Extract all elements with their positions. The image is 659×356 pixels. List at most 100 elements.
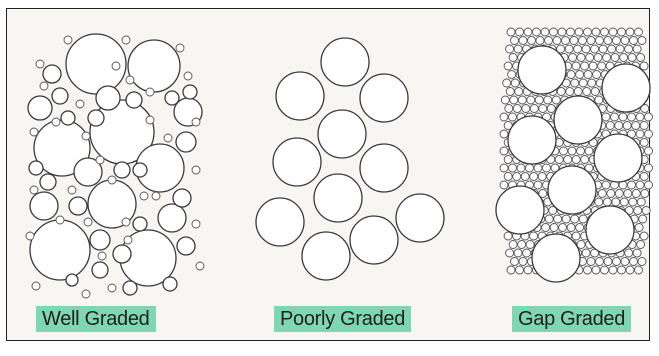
fine-particle bbox=[511, 37, 519, 45]
fine-particle bbox=[52, 118, 60, 126]
coarse-particle bbox=[594, 134, 642, 182]
fine-particle bbox=[567, 28, 575, 36]
fine-particle bbox=[562, 215, 570, 223]
fine-particle bbox=[522, 105, 530, 113]
fine-particle bbox=[544, 96, 552, 104]
fine-particle bbox=[633, 249, 641, 257]
fine-particle bbox=[577, 241, 585, 249]
fine-particle bbox=[579, 37, 587, 45]
fine-particle bbox=[588, 79, 596, 87]
fine-particle bbox=[579, 215, 587, 223]
fine-particle bbox=[146, 88, 154, 96]
fine-particle bbox=[535, 96, 543, 104]
fine-particle bbox=[514, 45, 522, 53]
fine-particle bbox=[636, 130, 644, 138]
fine-particle bbox=[533, 28, 541, 36]
fine-particle bbox=[513, 105, 521, 113]
fine-particle bbox=[606, 122, 614, 130]
fine-particle bbox=[572, 62, 580, 70]
fine-particle bbox=[32, 282, 40, 290]
fine-particle bbox=[507, 266, 515, 274]
fine-particle bbox=[611, 113, 619, 121]
medium-particle bbox=[123, 281, 137, 295]
fine-particle bbox=[628, 113, 636, 121]
fine-particle bbox=[550, 28, 558, 36]
fine-particle bbox=[509, 241, 517, 249]
fine-particle bbox=[76, 100, 84, 108]
fine-particle bbox=[96, 156, 104, 164]
fine-particle bbox=[629, 198, 637, 206]
fine-particle bbox=[569, 54, 577, 62]
fine-particle bbox=[507, 28, 515, 36]
coarse-particle bbox=[586, 206, 634, 254]
uniform-particle bbox=[321, 38, 369, 86]
fine-particle bbox=[566, 88, 574, 96]
fine-particle bbox=[30, 186, 38, 194]
fine-particle bbox=[511, 258, 519, 266]
coarse-particle bbox=[554, 96, 602, 144]
fine-particle bbox=[635, 266, 643, 274]
fine-particle bbox=[140, 192, 148, 200]
fine-particle bbox=[504, 232, 512, 240]
fine-particle bbox=[567, 224, 575, 232]
fine-particle bbox=[602, 181, 610, 189]
medium-particle bbox=[165, 91, 179, 105]
fine-particle bbox=[574, 45, 582, 53]
fine-particle bbox=[501, 96, 509, 104]
medium-particle bbox=[43, 65, 61, 83]
fine-particle bbox=[602, 113, 610, 121]
fine-particle bbox=[530, 232, 538, 240]
fine-particle bbox=[518, 241, 526, 249]
fine-particle bbox=[584, 266, 592, 274]
fine-particle bbox=[176, 44, 184, 52]
uniform-particle bbox=[318, 110, 366, 158]
fine-particle bbox=[609, 266, 617, 274]
uniform-particle bbox=[314, 174, 362, 222]
fine-particle bbox=[554, 215, 562, 223]
fine-particle bbox=[126, 76, 134, 84]
fine-particle bbox=[640, 122, 648, 130]
fine-particle bbox=[618, 28, 626, 36]
fine-particle bbox=[82, 132, 90, 140]
fine-particle bbox=[609, 28, 617, 36]
medium-particle bbox=[133, 217, 147, 231]
fine-particle bbox=[634, 207, 642, 215]
fine-particle bbox=[645, 181, 653, 189]
medium-particle bbox=[61, 111, 75, 125]
fine-particle bbox=[593, 71, 601, 79]
fine-particle bbox=[612, 198, 620, 206]
coarse-particle bbox=[128, 40, 180, 92]
medium-particle bbox=[163, 277, 177, 291]
medium-particle bbox=[113, 245, 131, 263]
fine-particle bbox=[635, 28, 643, 36]
fine-particle bbox=[84, 218, 92, 226]
fine-particle bbox=[639, 215, 647, 223]
fine-particle bbox=[613, 37, 621, 45]
fine-particle bbox=[621, 258, 629, 266]
fine-particle bbox=[196, 262, 204, 270]
fine-particle bbox=[534, 181, 542, 189]
fine-particle bbox=[611, 54, 619, 62]
fine-particle bbox=[40, 82, 48, 90]
fine-particle bbox=[527, 96, 535, 104]
fine-particle bbox=[513, 173, 521, 181]
fine-particle bbox=[604, 258, 612, 266]
fine-particle bbox=[601, 266, 609, 274]
fine-particle bbox=[642, 207, 650, 215]
fine-particle bbox=[519, 37, 527, 45]
fine-particle bbox=[571, 215, 579, 223]
poorly-graded-particles bbox=[256, 38, 444, 280]
medium-particle bbox=[88, 110, 104, 126]
fine-particle bbox=[577, 147, 585, 155]
fine-particle bbox=[636, 113, 644, 121]
fine-particle bbox=[36, 60, 44, 68]
fine-particle bbox=[184, 72, 192, 80]
fine-particle bbox=[608, 45, 616, 53]
fine-particle bbox=[122, 218, 130, 226]
uniform-particle bbox=[276, 72, 324, 120]
fine-particle bbox=[523, 249, 531, 257]
fine-particle bbox=[146, 116, 154, 124]
medium-particle bbox=[40, 174, 56, 190]
fine-particle bbox=[604, 37, 612, 45]
